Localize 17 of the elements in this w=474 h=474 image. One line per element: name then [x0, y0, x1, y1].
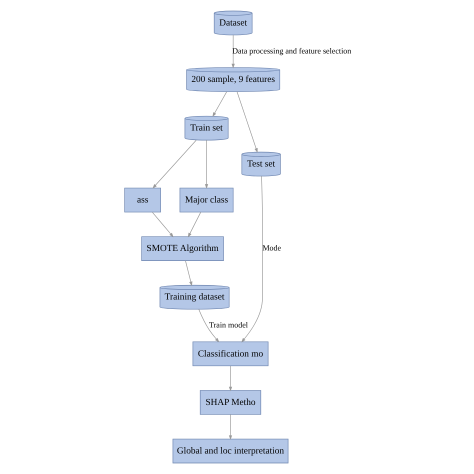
arrow: [198, 308, 219, 342]
node-box: SMOTE Algorithm: [140, 236, 224, 261]
arrow: [187, 212, 201, 238]
arrow: [151, 212, 174, 238]
arrow: [212, 91, 227, 118]
node-box: Global and loc interpretation: [172, 438, 288, 464]
node-box: Major class: [179, 188, 233, 212]
arrow: [152, 140, 196, 189]
arrow: [236, 91, 258, 153]
node-box: ass: [124, 188, 160, 212]
arrow: [228, 366, 232, 392]
arrow: [184, 260, 192, 286]
arrow: [228, 414, 232, 440]
arrow: [240, 176, 262, 343]
arrow: [204, 140, 208, 189]
node-box: SHAP Metho: [199, 390, 261, 415]
node-box: Classification mo: [192, 342, 268, 366]
